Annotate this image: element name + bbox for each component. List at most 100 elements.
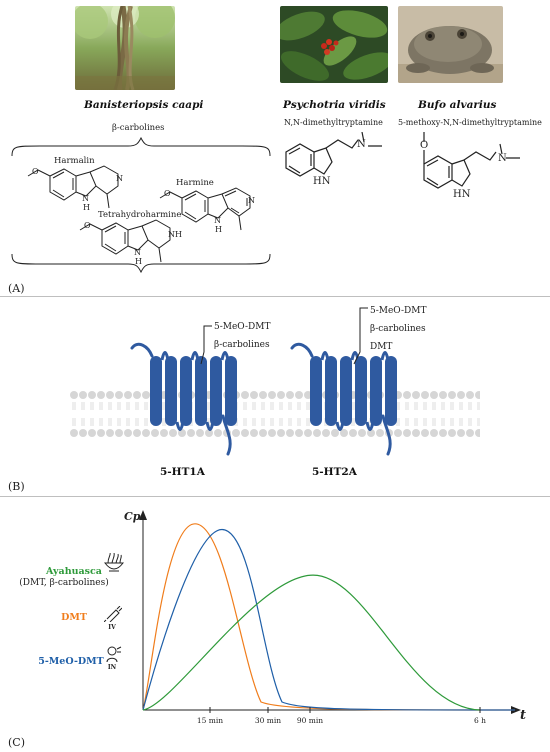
lipid-head — [70, 391, 78, 399]
lipid-head — [115, 391, 123, 399]
inhalation-icon — [106, 646, 122, 662]
legend-5meo-dmt-route: IN — [107, 664, 117, 671]
lipid-head — [286, 429, 294, 437]
5meo-hn-atom: HN — [453, 189, 471, 200]
dmt-n-atom: N — [357, 139, 366, 150]
lipid-tail — [117, 418, 121, 426]
5meo-o-atom: O — [420, 140, 429, 151]
compound-class-dmt: N,N-dimethyltryptamine — [284, 118, 383, 127]
receptor-5ht1a-shape — [130, 342, 237, 456]
legend-ayahuasca-name: Ayahuasca — [46, 566, 102, 577]
lipid-tail — [468, 418, 472, 426]
lipid-tail — [414, 402, 418, 410]
lipid-head — [187, 429, 195, 437]
lipid-head — [439, 429, 447, 437]
lipid-tail — [432, 402, 436, 410]
lipid-head — [205, 429, 213, 437]
lipid-tail — [72, 418, 76, 426]
lipid-head — [88, 391, 96, 399]
lipid-head — [97, 429, 105, 437]
lipid-head — [403, 429, 411, 437]
lipid-head — [133, 391, 141, 399]
lipid-tail — [261, 418, 265, 426]
tetrahydroharmine-structure — [79, 219, 171, 263]
species-name-psychotria: Psychotria viridis — [283, 99, 386, 111]
lipid-tail — [477, 402, 480, 410]
5meo-n-atom: N — [498, 153, 507, 164]
lipid-head — [277, 429, 285, 437]
lipid-head — [475, 429, 480, 437]
y-axis-label: Cp — [124, 510, 141, 523]
lipid-head — [214, 429, 222, 437]
5meo-dmt-structure — [423, 132, 520, 189]
harmine-label: Harmine — [176, 178, 214, 188]
legend-dmt-name: DMT — [61, 612, 87, 623]
lipid-head — [142, 391, 150, 399]
lipid-head — [475, 391, 480, 399]
lipid-head — [286, 391, 294, 399]
lipid-tail — [126, 402, 130, 410]
ayahuasca-bowl-icon — [103, 553, 125, 572]
lipid-head — [268, 429, 276, 437]
x-axis-label: t — [520, 708, 527, 723]
bottom-curly-brace — [11, 253, 271, 274]
lipid-tail — [306, 418, 310, 426]
lipid-head — [421, 391, 429, 399]
thh-o-atom: O — [84, 221, 91, 230]
x-tick-label: 6 h — [474, 716, 486, 725]
panel-c-label: (C) — [8, 736, 25, 749]
tetrahydroharmine-label: Tetrahydroharmine — [98, 210, 182, 220]
panel-a-label: (A) — [8, 282, 25, 295]
lipid-tail — [441, 402, 445, 410]
lipid-tail — [90, 402, 94, 410]
lipid-tail — [306, 402, 310, 410]
lipid-tail — [108, 418, 112, 426]
harmalin-n-atom: N — [116, 174, 123, 183]
lipid-head — [295, 429, 303, 437]
lipid-tail — [414, 418, 418, 426]
lipid-head — [349, 429, 357, 437]
ligand-5ht1a-0: 5-MeO-DMT — [214, 322, 271, 332]
curve-ayahuasca — [142, 574, 481, 711]
lipid-tail — [81, 418, 85, 426]
lipid-tail — [135, 418, 139, 426]
divider-a-b — [0, 296, 550, 297]
lipid-tail — [288, 402, 292, 410]
lipid-head — [277, 391, 285, 399]
lipid-head — [124, 391, 132, 399]
lipid-head — [241, 391, 249, 399]
x-axis-arrow — [511, 706, 521, 714]
lipid-tail — [252, 418, 256, 426]
thh-h-atom: H — [135, 257, 142, 266]
lipid-head — [124, 429, 132, 437]
lipid-head — [241, 429, 249, 437]
lipid-head — [115, 429, 123, 437]
receptor-5ht2a-shape — [290, 342, 397, 456]
compound-class-5meo-dmt: 5-methoxy-N,N-dimethyltryptamine — [398, 118, 542, 127]
lipid-tail — [90, 418, 94, 426]
bufo-alvarius-photo — [398, 6, 503, 83]
harmalin-label: Harmalin — [54, 156, 95, 166]
lipid-tail — [81, 402, 85, 410]
lipid-head — [79, 429, 87, 437]
lipid-head — [448, 391, 456, 399]
lipid-tail — [459, 418, 463, 426]
thh-nh-atom: NH — [168, 230, 182, 239]
lipid-head — [97, 391, 105, 399]
dmt-hn-atom: HN — [313, 176, 331, 187]
lipid-head — [358, 429, 366, 437]
ligand-5ht2a-2: DMT — [370, 342, 393, 352]
lipid-head — [376, 429, 384, 437]
lipid-head — [430, 391, 438, 399]
lipid-head — [151, 429, 159, 437]
top-curly-brace — [11, 136, 271, 157]
lipid-tail — [279, 418, 283, 426]
harmalin-h-atom: H — [83, 203, 90, 212]
lipid-head — [196, 429, 204, 437]
lipid-head — [304, 429, 312, 437]
legend-5meo-dmt-name: 5-MeO-DMT — [38, 656, 104, 667]
lipid-tail — [297, 418, 301, 426]
lipid-head — [412, 429, 420, 437]
species-name-banisteriopsis: Banisteriopsis caapi — [84, 99, 204, 111]
species-name-bufo: Bufo alvarius — [418, 99, 497, 111]
